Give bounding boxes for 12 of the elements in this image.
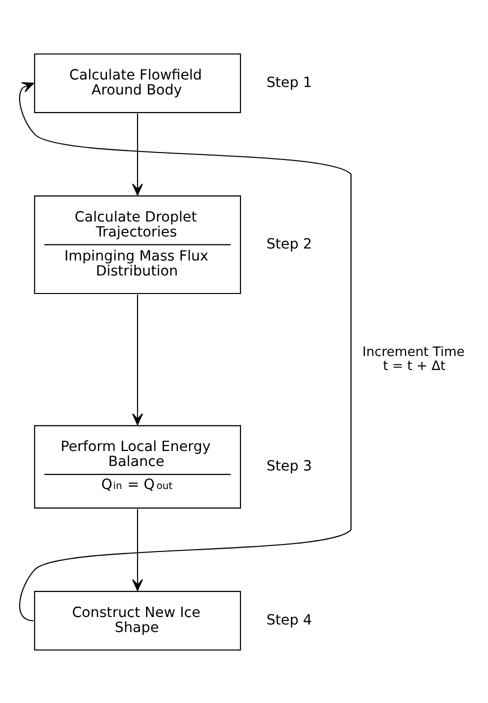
node-label: Step 4: [266, 612, 312, 628]
node-box: Calculate Flowfield Around Body: [34, 52, 242, 113]
arrow: [132, 294, 143, 425]
node-box: Perform Local Energy Balance Qin = Qout: [34, 424, 242, 508]
node-box: Construct New Ice Shape: [34, 590, 242, 650]
node-label: Step 3: [266, 458, 312, 474]
arrow: [132, 113, 143, 195]
arrow: [132, 508, 143, 590]
node-box: Calculate Droplet Trajectories Impinging Mass Flux Distribution: [34, 194, 242, 294]
edge-label: Increment Time t = t + Δt: [362, 344, 465, 374]
node-label: Step 1: [266, 74, 312, 90]
node-label: Step 2: [266, 236, 312, 252]
